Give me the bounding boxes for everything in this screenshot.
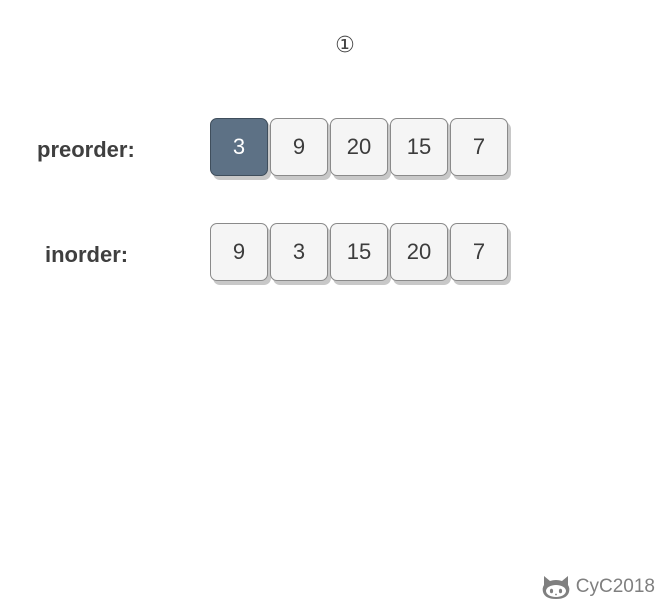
inorder-cell-3: 20 (390, 223, 448, 281)
preorder-cell-2: 20 (330, 118, 388, 176)
preorder-cell-3: 15 (390, 118, 448, 176)
inorder-label: inorder: (45, 242, 129, 267)
preorder-array: 3 9 20 15 7 (210, 118, 510, 176)
github-octocat-icon (541, 574, 571, 600)
preorder-cell-0: 3 (210, 118, 268, 176)
step-marker: ① (335, 33, 355, 58)
inorder-cell-4: 7 (450, 223, 508, 281)
inorder-cell-1: 3 (270, 223, 328, 281)
inorder-cell-0: 9 (210, 223, 268, 281)
preorder-label: preorder: (37, 137, 135, 162)
watermark: CyC2018 (541, 574, 655, 600)
preorder-cell-1: 9 (270, 118, 328, 176)
inorder-array: 9 3 15 20 7 (210, 223, 510, 281)
watermark-text: CyC2018 (575, 576, 655, 597)
inorder-cell-2: 15 (330, 223, 388, 281)
preorder-cell-4: 7 (450, 118, 508, 176)
